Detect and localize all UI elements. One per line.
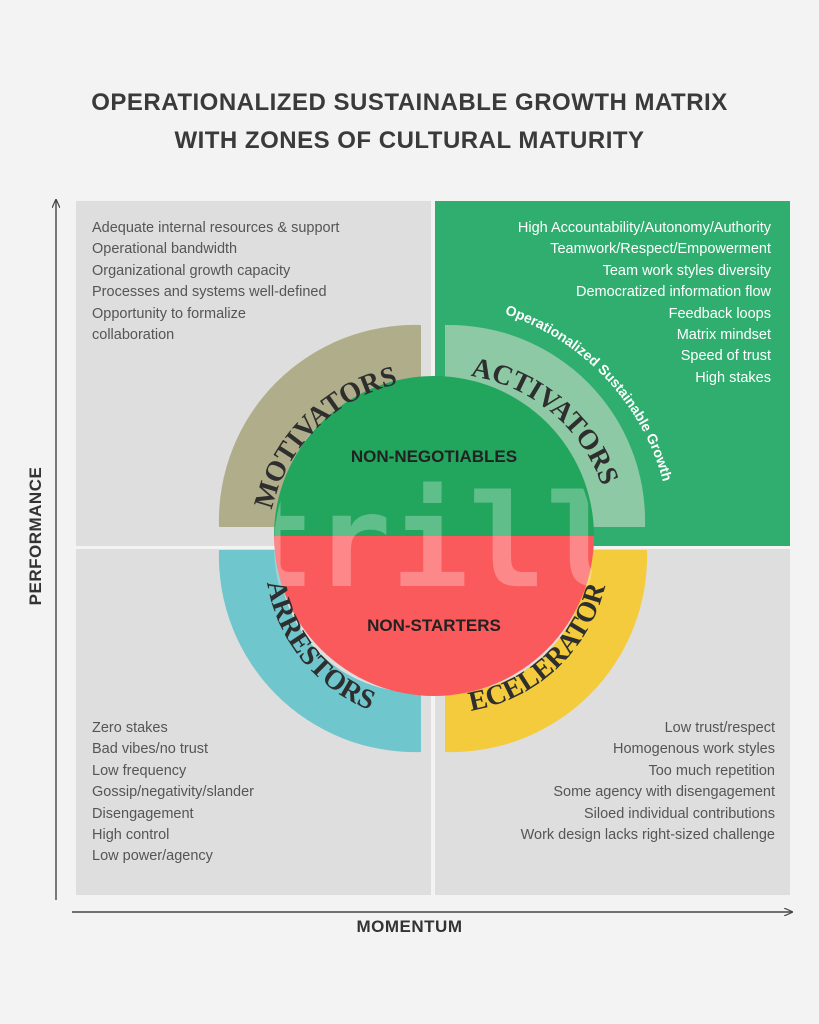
- title-line-1: OPERATIONALIZED SUSTAINABLE GROWTH MATRI…: [91, 89, 728, 116]
- non-starters-label: NON-STARTERS: [367, 616, 501, 635]
- diagram-title: OPERATIONALIZED SUSTAINABLE GROWTH MATRI…: [0, 84, 819, 160]
- list-item: Processes and systems well-defined: [92, 284, 327, 301]
- x-axis-label: MOMENTUM: [356, 917, 463, 936]
- list-item: Bad vibes/no trust: [92, 741, 209, 758]
- list-item: Teamwork/Respect/Empowerment: [550, 241, 771, 258]
- list-item: Disengagement: [92, 805, 194, 822]
- list-item: Low power/agency: [92, 848, 213, 865]
- list-item: Democratized information flow: [575, 284, 771, 301]
- list-item: High Accountability/Autonomy/Authority: [517, 220, 771, 236]
- list-item: Too much repetition: [648, 762, 775, 779]
- trill-watermark: trill: [237, 468, 622, 617]
- non-starters-half: [274, 536, 594, 696]
- activators-item-list: High Accountability/Autonomy/Authority T…: [518, 218, 771, 389]
- list-item: Some agency with disengagement: [553, 784, 775, 801]
- decelerators-zone-arc: [445, 550, 648, 753]
- list-item: Opportunity to formalize: [92, 305, 246, 322]
- list-item: High stakes: [695, 369, 771, 386]
- list-item: Low frequency: [92, 762, 187, 779]
- list-item: Siloed individual contributions: [583, 805, 775, 822]
- motivators-item-list: Adequate internal resources & support Op…: [92, 218, 339, 346]
- arrestors-item-list: Zero stakes Bad vibes/no trust Low frequ…: [92, 718, 254, 868]
- y-axis-label: PERFORMANCE: [26, 466, 45, 606]
- decelerators-item-list: Low trust/respect Homogenous work styles…: [521, 718, 775, 846]
- list-item: Matrix mindset: [676, 327, 771, 344]
- activators-zone-arc: [445, 324, 646, 527]
- list-item: Feedback loops: [668, 305, 771, 322]
- list-item: Organizational growth capacity: [92, 262, 291, 279]
- list-item: Adequate internal resources & support: [92, 220, 340, 236]
- title-line-2: WITH ZONES OF CULTURAL MATURITY: [174, 127, 645, 154]
- list-item: Speed of trust: [680, 348, 771, 365]
- list-item: Zero stakes: [92, 720, 168, 736]
- arrestors-zone-arc: [218, 550, 421, 753]
- list-item: Operational bandwidth: [92, 241, 238, 258]
- list-item: Homogenous work styles: [613, 741, 775, 758]
- non-negotiables-label: NON-NEGOTIABLES: [351, 447, 517, 466]
- list-item: High control: [92, 827, 170, 844]
- list-item: Work design lacks right-sized challenge: [520, 827, 775, 844]
- non-negotiables-half: [274, 376, 594, 536]
- list-item: Low trust/respect: [664, 720, 775, 736]
- motivators-zone-arc: [218, 324, 421, 527]
- list-item: Gossip/negativity/slander: [92, 784, 254, 801]
- list-item: Team work styles diversity: [602, 262, 771, 279]
- list-item: collaboration: [92, 327, 175, 344]
